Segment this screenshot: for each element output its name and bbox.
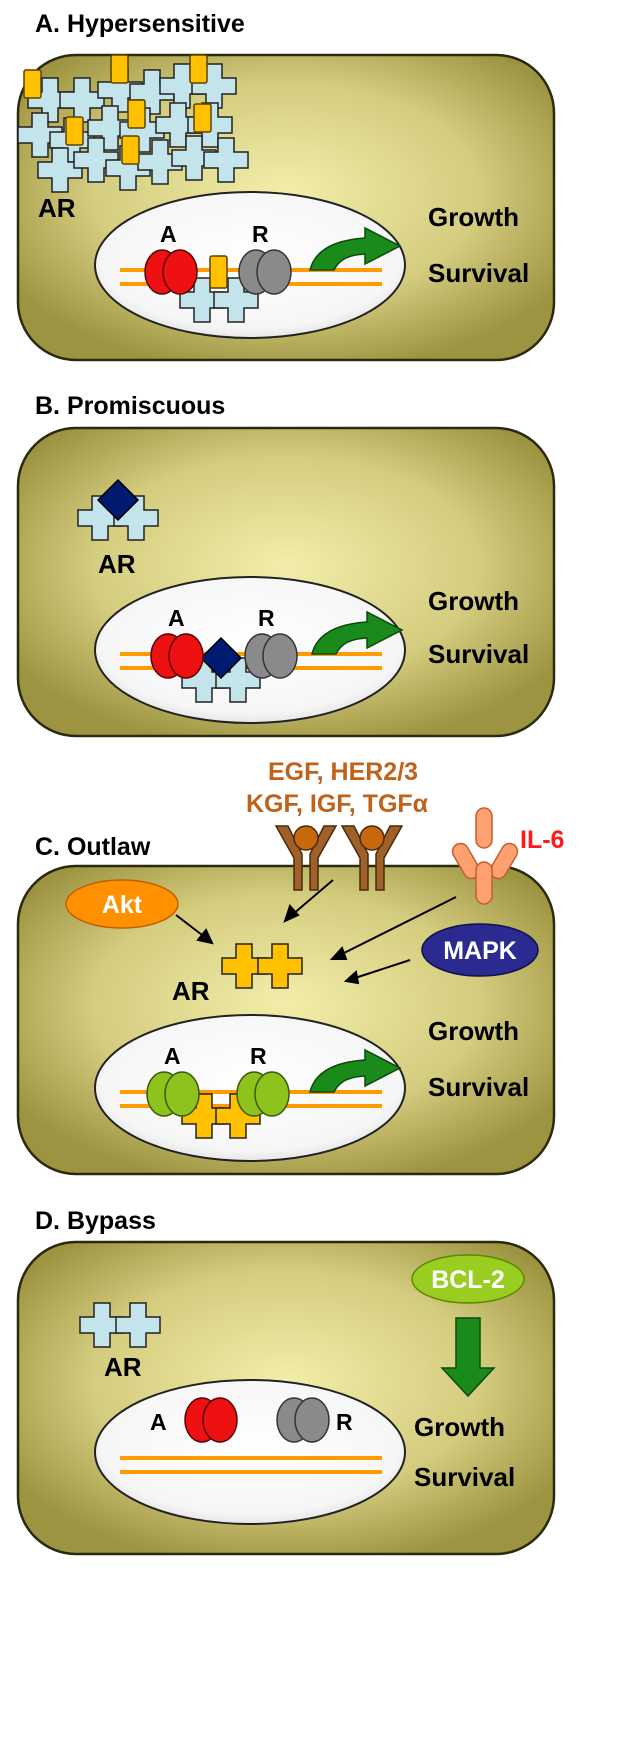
ar-label: AR <box>98 549 136 579</box>
panel-a-title: A. Hypersensitive <box>35 10 245 38</box>
nucleus <box>94 1379 406 1525</box>
panel-a: A. Hypersensitive <box>16 10 556 362</box>
coactivator-complex <box>146 1071 200 1117</box>
corepressor-complex <box>236 1071 290 1117</box>
mapk-label: MAPK <box>443 937 517 965</box>
repressor-complex <box>244 633 298 679</box>
activator-label: A <box>168 605 185 631</box>
growth-label: Growth <box>414 1412 505 1442</box>
growth-label: Growth <box>428 586 519 616</box>
akt-label: Akt <box>102 891 143 919</box>
activator-label: A <box>150 1409 167 1435</box>
repressor-label: R <box>250 1043 267 1069</box>
survival-label: Survival <box>428 639 529 669</box>
ar-label: AR <box>172 976 210 1006</box>
il6-receptor <box>451 807 519 905</box>
survival-label: Survival <box>414 1462 515 1492</box>
androgen-molecule <box>209 255 228 289</box>
growth-factor-ligands-line2: KGF, IGF, TGFα <box>246 790 429 818</box>
activator-label: A <box>160 221 177 247</box>
panel-c-title: C. Outlaw <box>35 833 151 861</box>
growth-factor-receptor <box>274 825 338 891</box>
activator-complex <box>150 633 204 679</box>
survival-label: Survival <box>428 258 529 288</box>
dna-strands <box>120 1456 382 1474</box>
repressor-complex <box>238 249 292 295</box>
bcl2-protein <box>411 1254 525 1304</box>
repressor-complex <box>276 1397 330 1443</box>
panel-d-title: D. Bypass <box>35 1207 156 1235</box>
mapk-kinase <box>421 923 539 977</box>
growth-label: Growth <box>428 1016 519 1046</box>
panel-d: D. Bypass AR BCL-2 A R Growth Survival <box>16 1207 556 1556</box>
activator-label: A <box>164 1043 181 1069</box>
growth-factor-receptor <box>340 825 404 891</box>
il6-label: IL-6 <box>520 826 564 854</box>
panel-b: B. Promiscuous AR A R Growth Surv <box>16 392 556 738</box>
promiscuous-ligand <box>96 478 140 522</box>
bcl2-label: BCL-2 <box>431 1266 505 1294</box>
ar-label: AR <box>38 193 76 223</box>
promiscuous-ligand <box>199 636 243 680</box>
panel-b-title: B. Promiscuous <box>35 392 225 420</box>
signaling-arrows <box>175 879 457 985</box>
activator-complex <box>184 1397 238 1443</box>
downward-arrow <box>440 1317 496 1398</box>
repressor-label: R <box>252 221 269 247</box>
androgen-molecules <box>23 54 212 165</box>
ar-label: AR <box>104 1352 142 1382</box>
survival-label: Survival <box>428 1072 529 1102</box>
growth-factor-ligands-line1: EGF, HER2/3 <box>268 758 418 786</box>
repressor-label: R <box>336 1409 353 1435</box>
activator-complex <box>144 249 198 295</box>
akt-kinase <box>65 879 179 929</box>
panel-c: EGF, HER2/3 KGF, IGF, TGFα IL-6 C. Outla… <box>16 758 564 1176</box>
growth-label: Growth <box>428 202 519 232</box>
repressor-label: R <box>258 605 275 631</box>
